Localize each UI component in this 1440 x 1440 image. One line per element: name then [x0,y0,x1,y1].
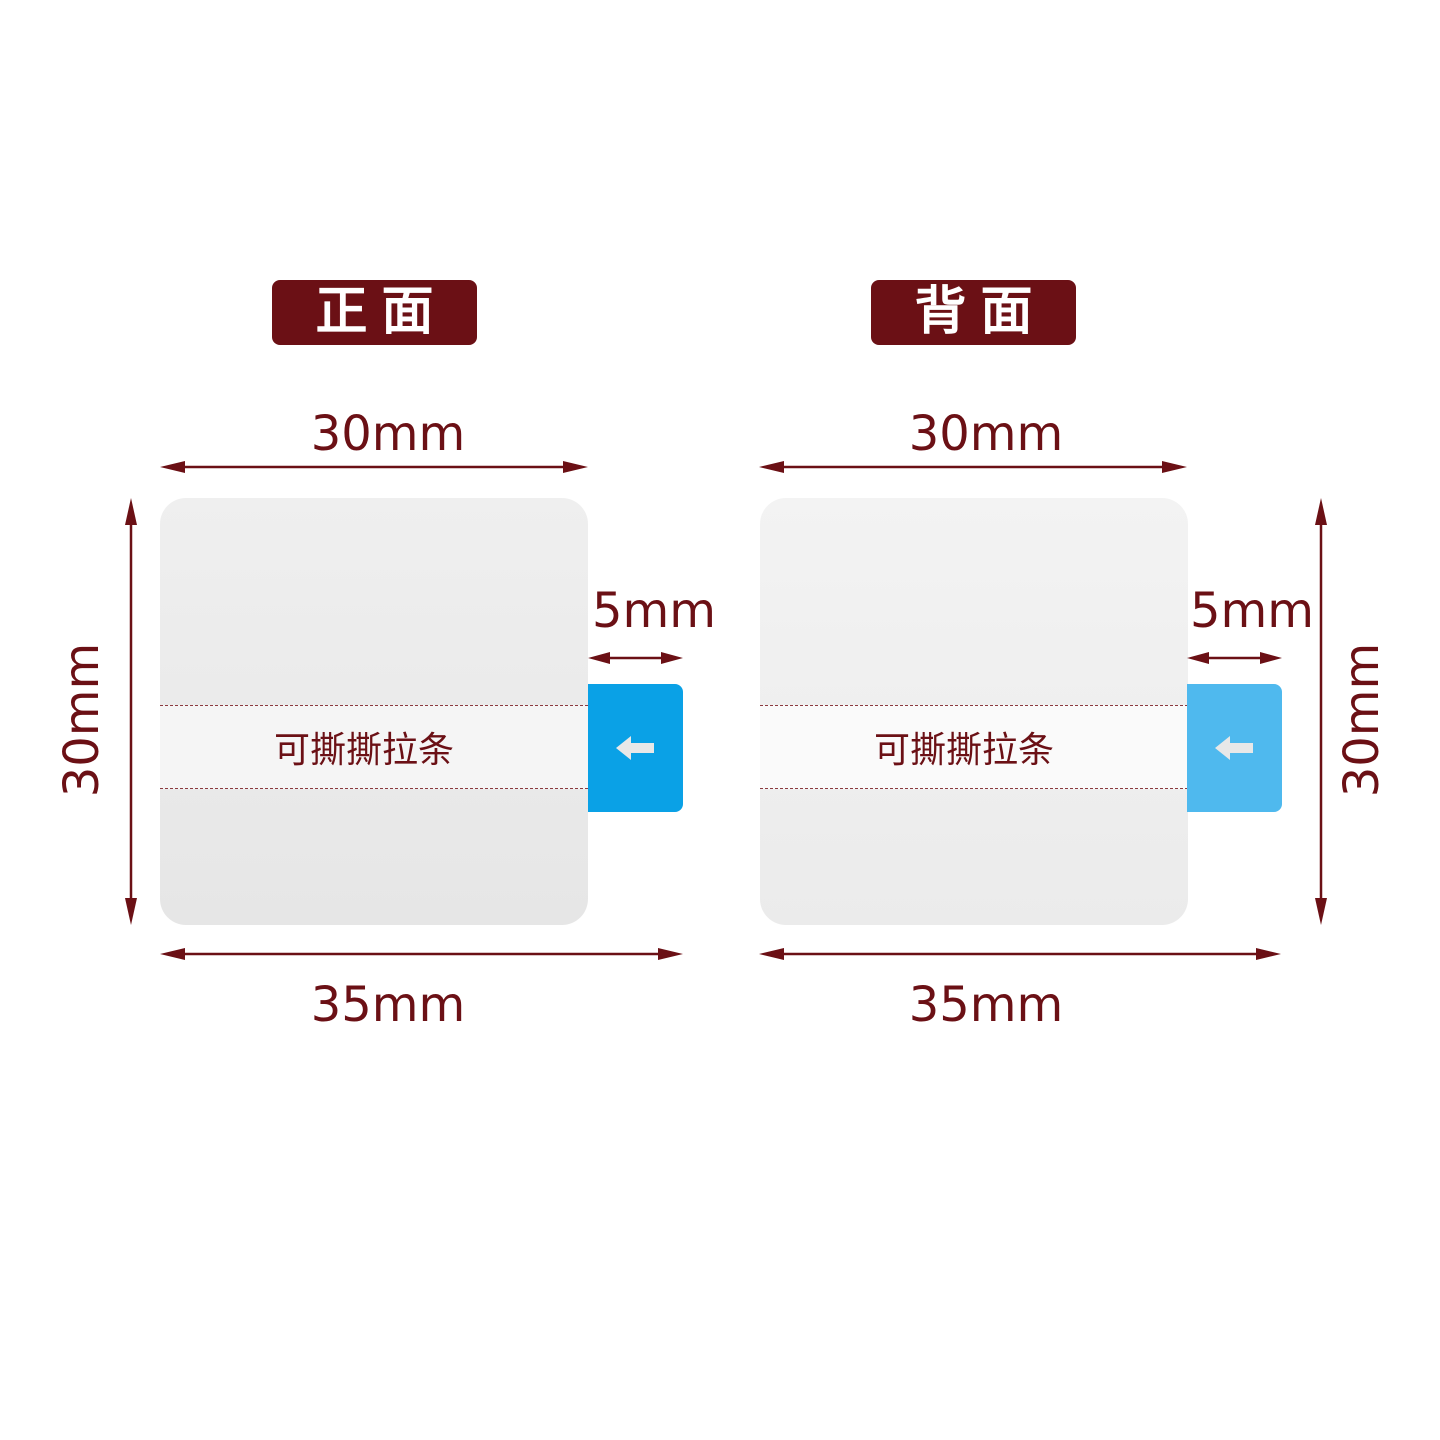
tear-strip: 可撕撕拉条 [760,705,1188,789]
arrowhead [563,461,588,473]
arrowhead [1187,652,1209,664]
arrowhead [661,652,683,664]
front-tab-width-label: 5mm [592,583,717,639]
front-height-label: 30mm [54,642,110,798]
front-top-width-label: 30mm [310,406,466,462]
arrowhead [759,948,784,960]
arrowhead [1315,898,1327,925]
back-height-label: 30mm [1334,642,1390,798]
front-side-badge: 正面 [272,280,477,345]
front-label-card: 可撕撕拉条 [160,498,588,925]
arrow-left-icon [615,736,654,760]
tear-strip-label: 可撕撕拉条 [273,730,454,771]
arrowhead [125,498,137,525]
arrowhead [1260,652,1282,664]
arrowhead [125,898,137,925]
arrowhead [1162,461,1187,473]
front-bottom-width-label: 35mm [310,977,466,1033]
back-tab-width-label: 5mm [1190,583,1315,639]
front-pull-tab [588,684,683,812]
back-side-badge: 背面 [871,280,1076,345]
arrow-left-icon [1214,736,1253,760]
arrowhead [1256,948,1281,960]
arrowhead [160,948,185,960]
back-pull-tab [1187,684,1282,812]
arrowhead [588,652,610,664]
tear-strip: 可撕撕拉条 [160,705,588,789]
back-bottom-width-label: 35mm [908,977,1064,1033]
arrowhead [1315,498,1327,525]
arrowhead [658,948,683,960]
arrowhead [160,461,185,473]
tear-strip-label: 可撕撕拉条 [873,730,1054,771]
back-label-card: 可撕撕拉条 [760,498,1188,925]
back-top-width-label: 30mm [908,406,1064,462]
arrowhead [759,461,784,473]
